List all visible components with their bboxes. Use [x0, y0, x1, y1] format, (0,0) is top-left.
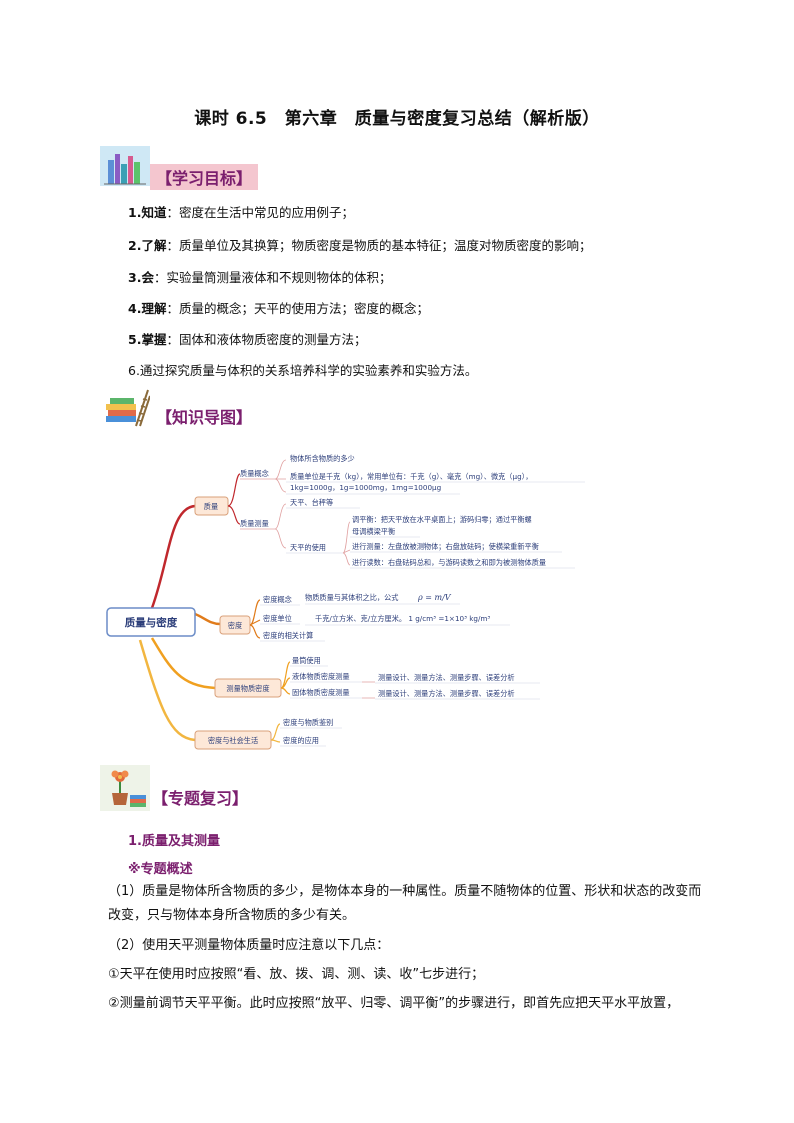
review-paragraph: （2）使用天平测量物体质量时应注意以下几点： [108, 938, 390, 953]
svg-text:密度的相关计算: 密度的相关计算 [263, 631, 313, 640]
branch-measure-curve [150, 637, 216, 690]
section-goals-label: 【学习目标】 [150, 164, 259, 190]
svg-text:1kg=1000g，1g=1000mg，1mg=1000μg: 1kg=1000g，1g=1000mg，1mg=1000μg [290, 483, 441, 492]
section-goals-header: 【学习目标】 [100, 146, 300, 190]
svg-text:密度: 密度 [228, 621, 242, 630]
section-review-header: 【专题复习】 [100, 765, 320, 815]
root-label: 质量与密度 [125, 616, 178, 629]
goal-item: 5.掌握：固体和液体物质密度的测量方法； [128, 332, 367, 347]
svg-text:母调横梁平衡: 母调横梁平衡 [352, 527, 395, 536]
svg-text:密度与物质鉴别: 密度与物质鉴别 [283, 718, 333, 727]
branch-density-curve [194, 612, 221, 626]
svg-text:调平衡：把天平放在水平桌面上；游码归零；通过平衡螺: 调平衡：把天平放在水平桌面上；游码归零；通过平衡螺 [352, 515, 532, 524]
section-map-header: 【知识导图】 [100, 386, 320, 430]
goal-item: 1.知道：密度在生活中常见的应用例子； [128, 205, 354, 220]
review-paragraph: ②测量前调节天平平衡。此时应按照“放平、归零、调平衡”的步骤进行，即首先应把天平… [108, 996, 680, 1011]
section-review-label: 【专题复习】 [152, 789, 249, 808]
section-map-label: 【知识导图】 [156, 408, 253, 427]
svg-text:密度与社会生活: 密度与社会生活 [208, 736, 258, 745]
review-note-title: ※专题概述 [128, 862, 193, 877]
svg-text:天平、台秤等: 天平、台秤等 [290, 498, 333, 507]
review-subtitle: 1.质量及其测量 [128, 834, 220, 849]
svg-text:固体物质密度测量: 固体物质密度测量 [292, 688, 350, 697]
svg-text:质量: 质量 [204, 502, 218, 511]
svg-text:质量概念: 质量概念 [240, 469, 269, 478]
goal-item: 2.了解：质量单位及其换算；物质密度是物质的基本特征；温度对物质密度的影响； [128, 238, 592, 253]
svg-text:密度的应用: 密度的应用 [283, 736, 319, 745]
book-stack-icon [106, 389, 150, 427]
svg-text:液体物质密度测量: 液体物质密度测量 [292, 672, 350, 681]
review-paragraph: ①天平在使用时应按照“看、放、拨、调、测、读、收”七步进行； [108, 967, 485, 982]
svg-text:进行读数：右盘砝码总和，与游码读数之和即为被测物体质量: 进行读数：右盘砝码总和，与游码读数之和即为被测物体质量 [352, 558, 546, 567]
flower-pot-icon [100, 765, 150, 811]
review-paragraph: （1）质量是物体所含物质的多少，是物体本身的一种属性。质量不随物体的位置、形状和… [108, 884, 702, 923]
goal-item: 3.会：实验量筒测量液体和不规则物体的体积； [128, 270, 392, 285]
svg-text:天平的使用: 天平的使用 [290, 543, 326, 552]
svg-text:量筒使用: 量筒使用 [292, 656, 321, 665]
svg-text:物质质量与其体积之比，公式: 物质质量与其体积之比，公式 [305, 593, 398, 602]
svg-text:质量测量: 质量测量 [240, 519, 269, 528]
svg-text:测量物质密度: 测量物质密度 [226, 684, 269, 693]
svg-text:进行测量：左盘放被测物体；右盘放砝码；使横梁重新平衡: 进行测量：左盘放被测物体；右盘放砝码；使横梁重新平衡 [352, 542, 539, 551]
svg-text:测量设计、测量方法、测量步骤、误差分析: 测量设计、测量方法、测量步骤、误差分析 [378, 673, 515, 682]
svg-text:物体所含物质的多少: 物体所含物质的多少 [290, 454, 355, 463]
goal-item: 4.理解：质量的概念；天平的使用方法；密度的概念； [128, 301, 429, 316]
books-icon [100, 146, 150, 186]
svg-text:密度概念: 密度概念 [263, 595, 292, 604]
goal-item: 6.通过探究质量与体积的关系培养科学的实验素养和实验方法。 [128, 363, 478, 378]
page-title: 课时 6.5 第六章 质量与密度复习总结（解析版） [194, 109, 600, 129]
branch-society-curve [138, 639, 196, 742]
knowledge-mindmap: 质量与密度 质量 质量概念 物体所含物质的多少 质量单位是千克（kg），常用单位… [106, 454, 585, 750]
root-node [106, 607, 196, 637]
svg-text:质量单位是千克（kg），常用单位有：千克（g）、毫克（mg）: 质量单位是千克（kg），常用单位有：千克（g）、毫克（mg）、微克（μg）， [290, 472, 532, 481]
svg-text:ρ = m/V: ρ = m/V [417, 593, 452, 602]
svg-text:千克/立方米、克/立方厘米。 1 g/cm³ =1×10³: 千克/立方米、克/立方厘米。 1 g/cm³ =1×10³ kg/m³ [315, 614, 490, 623]
svg-text:测量设计、测量方法、测量步骤、误差分析: 测量设计、测量方法、测量步骤、误差分析 [378, 689, 515, 698]
branch-mass-curve [150, 504, 196, 609]
svg-text:密度单位: 密度单位 [263, 614, 292, 623]
